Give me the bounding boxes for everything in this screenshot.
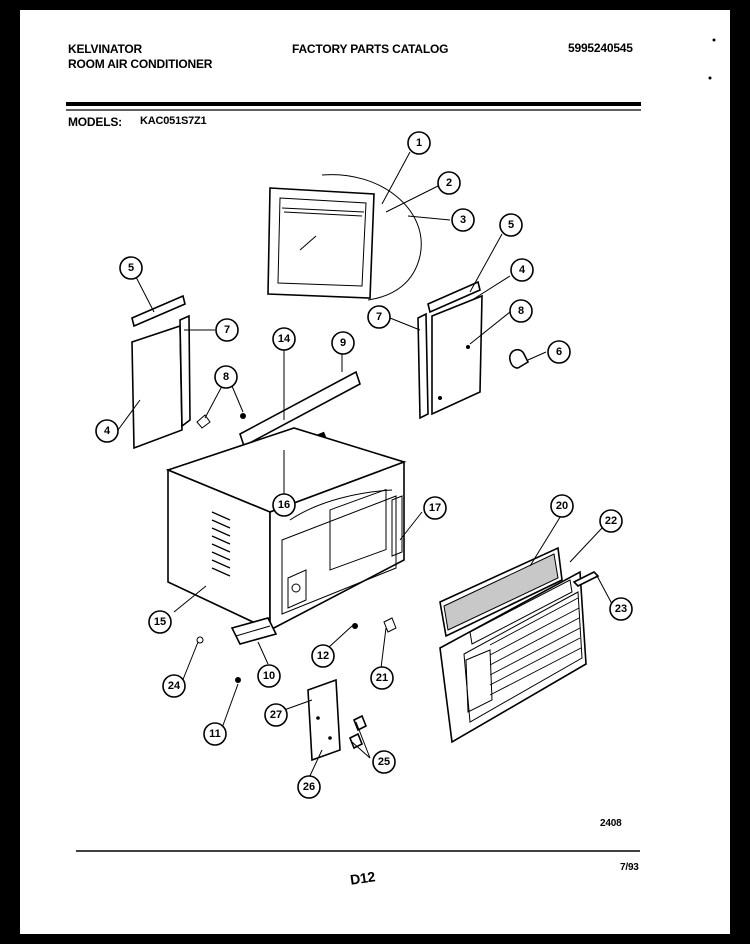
svg-text:15: 15 — [154, 616, 166, 628]
callout-21: 21 — [370, 666, 394, 690]
svg-text:8: 8 — [518, 305, 524, 317]
svg-text:3: 3 — [460, 214, 466, 226]
catalog-number: 5995240545 — [568, 41, 633, 55]
svg-text:1: 1 — [416, 137, 422, 149]
svg-text:25: 25 — [378, 756, 390, 768]
svg-text:26: 26 — [303, 781, 315, 793]
svg-text:7: 7 — [224, 324, 230, 336]
svg-text:23: 23 — [615, 603, 627, 615]
air-filter — [439, 546, 563, 638]
callout-22: 22 — [599, 509, 623, 533]
callout-16: 16 — [272, 493, 296, 517]
top-window-frame — [267, 174, 422, 301]
callout-4-right: 4 — [510, 258, 534, 282]
svg-text:8: 8 — [223, 371, 229, 383]
callout-14: 14 — [272, 327, 296, 351]
svg-text:22: 22 — [605, 515, 617, 527]
svg-text:5: 5 — [128, 262, 134, 274]
callout-24: 24 — [162, 674, 186, 698]
model-number: KAC051S7Z1 — [140, 115, 207, 127]
callout-15: 15 — [148, 610, 172, 634]
svg-text:14: 14 — [278, 333, 291, 345]
callout-3: 3 — [451, 208, 475, 232]
front-grille — [439, 570, 587, 744]
callout-11: 11 — [203, 722, 227, 746]
right-side-panel — [417, 280, 483, 420]
callout-8-left: 8 — [214, 365, 238, 389]
leader-lines — [117, 151, 613, 781]
svg-text:16: 16 — [278, 499, 290, 511]
catalog-title: FACTORY PARTS CATALOG — [292, 42, 449, 56]
callout-7-right: 7 — [367, 305, 391, 329]
svg-text:6: 6 — [556, 346, 562, 358]
svg-text:11: 11 — [209, 728, 221, 740]
main-cabinet — [165, 427, 407, 632]
callout-20: 20 — [550, 494, 574, 518]
callout-5-right: 5 — [499, 213, 523, 237]
callout-6: 6 — [547, 340, 571, 364]
washer — [196, 636, 204, 644]
svg-text:5: 5 — [508, 219, 514, 231]
svg-text:7: 7 — [376, 311, 382, 323]
screw — [352, 623, 358, 629]
callout-25: 25 — [372, 750, 396, 774]
callout-8-right: 8 — [509, 299, 533, 323]
drawing-number: 2408 — [600, 818, 622, 829]
svg-text:20: 20 — [556, 500, 568, 512]
svg-text:2: 2 — [446, 177, 452, 189]
left-side-panel — [131, 294, 191, 450]
callout-1: 1 — [407, 131, 431, 155]
base-pan — [230, 617, 278, 645]
callout-9: 9 — [331, 331, 355, 355]
svg-text:17: 17 — [429, 502, 441, 514]
trim-rod — [572, 571, 600, 587]
callout-12: 12 — [311, 644, 335, 668]
callout-26: 26 — [297, 775, 321, 799]
svg-text:4: 4 — [104, 425, 111, 437]
callout-2: 2 — [437, 171, 461, 195]
bracket-21 — [383, 617, 397, 633]
screw — [235, 677, 241, 683]
screws-left — [196, 413, 246, 429]
callout-17: 17 — [423, 496, 447, 520]
svg-text:12: 12 — [317, 650, 329, 662]
callout-23: 23 — [609, 597, 633, 621]
svg-text:27: 27 — [270, 709, 282, 721]
speck — [712, 38, 716, 42]
callout-7-left: 7 — [215, 318, 239, 342]
models-label: MODELS: — [68, 115, 122, 129]
product-name: ROOM AIR CONDITIONER — [68, 57, 213, 71]
svg-text:21: 21 — [376, 672, 388, 684]
svg-text:24: 24 — [168, 680, 181, 692]
clip-part — [509, 348, 530, 369]
svg-text:10: 10 — [263, 670, 275, 682]
speck — [708, 76, 712, 80]
control-bracket — [307, 678, 368, 762]
svg-text:9: 9 — [340, 337, 346, 349]
callout-27: 27 — [264, 703, 288, 727]
callout-10: 10 — [257, 664, 281, 688]
svg-text:4: 4 — [519, 264, 526, 276]
callout-5-left: 5 — [119, 256, 143, 280]
brand-name: KELVINATOR — [68, 42, 143, 56]
callout-4-left: 4 — [95, 419, 119, 443]
revision-date: 7/93 — [620, 862, 639, 873]
